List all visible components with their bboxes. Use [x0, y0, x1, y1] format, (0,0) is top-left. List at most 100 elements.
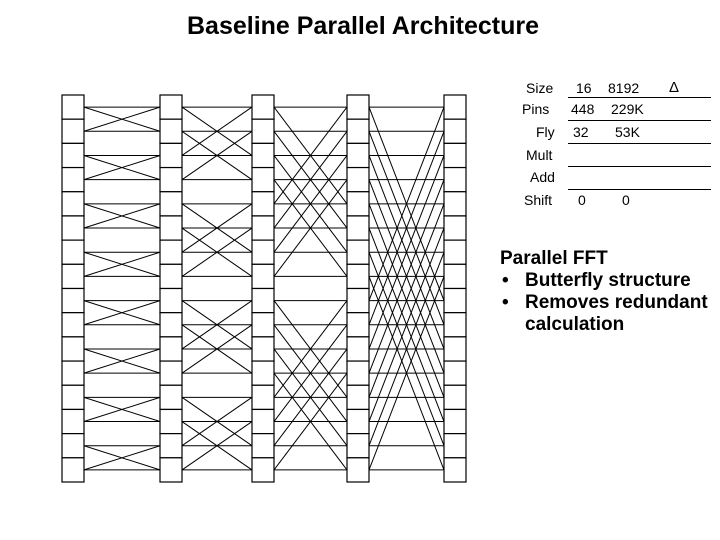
register-cell — [346, 94, 370, 120]
bullet-dot-icon: • — [502, 292, 509, 313]
register-cell — [159, 408, 183, 435]
register-cell — [251, 360, 275, 386]
slide-title: Baseline Parallel Architecture — [186, 12, 539, 40]
register-cell — [346, 336, 370, 362]
butterfly-line — [368, 252, 445, 446]
register-cell — [251, 191, 275, 217]
register-cell — [61, 408, 85, 435]
register-cell — [61, 287, 85, 314]
register-cell — [159, 287, 183, 314]
butterfly-line — [368, 227, 445, 422]
butterfly-line — [368, 179, 445, 374]
register-cell — [251, 287, 275, 314]
bullet-item: • Removes redundant calculation — [500, 292, 720, 336]
register-cell — [159, 166, 183, 193]
register-cell — [443, 142, 467, 169]
butterfly-line — [181, 324, 253, 374]
register-cell — [159, 336, 183, 362]
register-cell — [251, 457, 275, 483]
butterfly-line — [273, 300, 348, 398]
register-cell — [346, 215, 370, 241]
register-cell — [159, 191, 183, 217]
register-cell — [61, 142, 85, 169]
register-cell — [61, 384, 85, 411]
register-cell — [159, 239, 183, 265]
butterfly-line — [368, 131, 445, 325]
butterfly-line — [368, 203, 445, 398]
register-cell — [251, 239, 275, 265]
butterfly-line — [83, 106, 161, 132]
register-cell — [346, 191, 370, 217]
butterfly-line — [83, 154, 161, 181]
register-cell — [251, 215, 275, 241]
register-cell — [346, 457, 370, 483]
register-cell — [251, 142, 275, 169]
butterfly-line — [83, 445, 161, 471]
register-cell — [443, 336, 467, 362]
register-cell — [346, 118, 370, 144]
bullet-text: Removes redundant calculation — [525, 292, 708, 335]
register-cell — [61, 215, 85, 241]
register-cell — [443, 191, 467, 217]
register-cell — [159, 433, 183, 459]
butterfly-line — [181, 130, 253, 181]
register-cell — [443, 215, 467, 241]
register-cell — [346, 312, 370, 338]
butterfly-line — [181, 396, 253, 447]
butterfly-line — [83, 251, 161, 277]
register-cell — [61, 263, 85, 290]
register-cell — [346, 239, 370, 265]
butterfly-line — [273, 179, 348, 277]
register-cell — [443, 384, 467, 411]
register-cell — [159, 384, 183, 411]
butterfly-line — [181, 300, 253, 350]
register-cell — [251, 118, 275, 144]
butterfly-line — [273, 372, 348, 471]
register-cell — [61, 433, 85, 459]
register-cell — [443, 433, 467, 459]
register-cell — [443, 118, 467, 144]
butterfly-line — [83, 348, 161, 374]
register-cell — [251, 312, 275, 338]
register-cell — [251, 166, 275, 193]
register-cell — [251, 384, 275, 411]
register-cell — [443, 312, 467, 338]
butterfly-line — [273, 324, 348, 422]
bullet-text: Butterfly structure — [525, 270, 691, 291]
register-cell — [443, 94, 467, 120]
butterfly-line — [181, 106, 253, 156]
register-cell — [251, 433, 275, 459]
register-cell — [159, 312, 183, 338]
register-cell — [159, 142, 183, 169]
butterfly-line — [181, 203, 253, 253]
register-cell — [346, 166, 370, 193]
register-cell — [61, 239, 85, 265]
butterfly-line — [83, 203, 161, 229]
register-cell — [346, 360, 370, 386]
register-cell — [251, 94, 275, 120]
butterfly-line — [368, 106, 445, 301]
register-cell — [159, 94, 183, 120]
bullet-dot-icon: • — [502, 270, 509, 291]
register-cell — [61, 118, 85, 144]
register-cell — [61, 457, 85, 483]
register-cell — [61, 312, 85, 338]
register-cell — [251, 263, 275, 290]
register-cell — [251, 408, 275, 435]
butterfly-line — [273, 106, 348, 205]
butterfly-line — [368, 155, 445, 350]
register-cell — [443, 457, 467, 483]
register-cell — [159, 263, 183, 290]
register-cell — [346, 433, 370, 459]
register-cell — [159, 360, 183, 386]
register-cell — [443, 360, 467, 386]
register-cell — [346, 408, 370, 435]
register-cell — [443, 239, 467, 265]
butterfly-line — [83, 300, 161, 326]
register-cell — [61, 336, 85, 362]
register-cell — [346, 287, 370, 314]
register-cell — [443, 287, 467, 314]
butterfly-line — [83, 396, 161, 423]
register-cell — [443, 166, 467, 193]
